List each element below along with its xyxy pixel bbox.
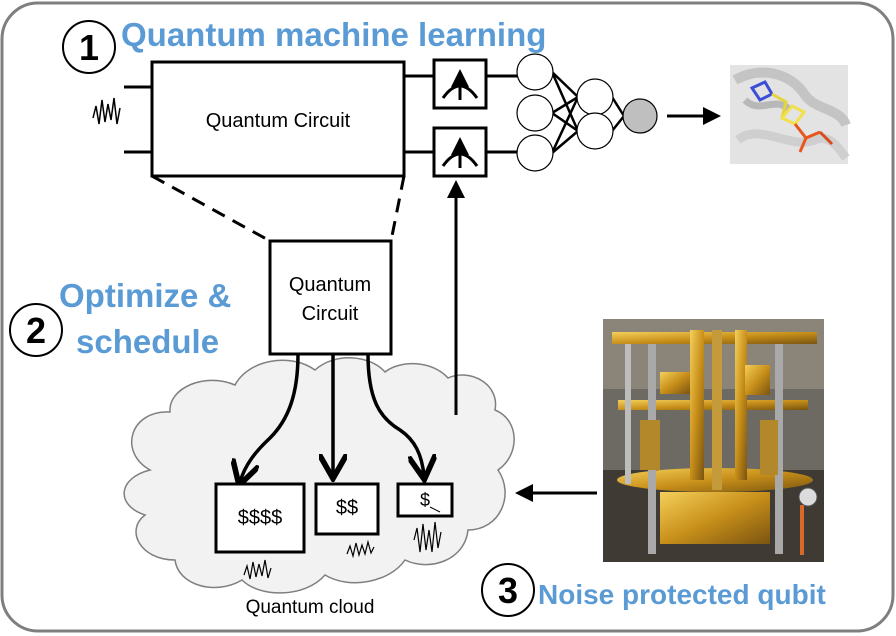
meter-icon-top [432, 58, 488, 110]
backend-cost-large: $$$$ [238, 507, 283, 529]
small-circuit-label-line2: Circuit [302, 303, 359, 325]
noise-icon-medium [346, 539, 375, 559]
cloud-label: Quantum cloud [246, 597, 375, 618]
section-qml: 1 Quantum machine learning Quantum Circu… [62, 16, 851, 178]
section-optimize: 2 Optimize & schedule Quantum Circuit [9, 174, 406, 360]
backend-box-medium[interactable] [314, 482, 380, 536]
step-number-2: 2 [26, 310, 46, 351]
step-number-1: 1 [79, 27, 99, 68]
qml-circuit-label: Quantum Circuit [206, 110, 351, 132]
noise-icon-large [243, 559, 272, 580]
cryostat-image [603, 319, 824, 562]
quantum-cloud: $$$$ $$ $ Quantum cloud [123, 353, 515, 618]
small-circuit-box [268, 239, 393, 356]
schedule-arrow-right [366, 353, 424, 476]
noise-title: Noise protected qubit [538, 579, 826, 610]
qml-title: Quantum machine learning [121, 16, 546, 53]
optimize-title-line1: Optimize & [59, 277, 231, 314]
step-number-3: 3 [498, 570, 518, 611]
small-circuit-label-line1: Quantum [289, 274, 371, 296]
backend-small-tick [429, 506, 441, 513]
noise-icon-small [413, 521, 442, 553]
neural-network [516, 53, 658, 172]
nn-input-node [516, 94, 554, 132]
nn-output-node [622, 98, 658, 134]
backend-box-large[interactable] [214, 482, 306, 554]
meter-icon-bottom [432, 126, 488, 178]
optimize-title-line2: schedule [76, 323, 219, 360]
step-badge-1 [62, 20, 116, 74]
molecule-image [730, 65, 851, 164]
nn-input-node [516, 134, 554, 172]
input-noise-icon [92, 97, 121, 125]
step-badge-3 [481, 563, 535, 617]
step-badge-2 [9, 303, 63, 357]
section-noise: 3 Noise protected qubit [481, 319, 826, 617]
zoom-line-right [389, 175, 406, 242]
nn-hidden-node [576, 112, 614, 150]
nn-hidden-node [576, 78, 614, 116]
nn-input-node [516, 53, 554, 91]
qml-circuit-box [150, 60, 406, 178]
schedule-arrow-left [240, 353, 300, 482]
backend-cost-small: $ [420, 490, 430, 510]
backend-box-small[interactable] [396, 482, 454, 518]
backend-cost-medium: $$ [336, 497, 358, 519]
